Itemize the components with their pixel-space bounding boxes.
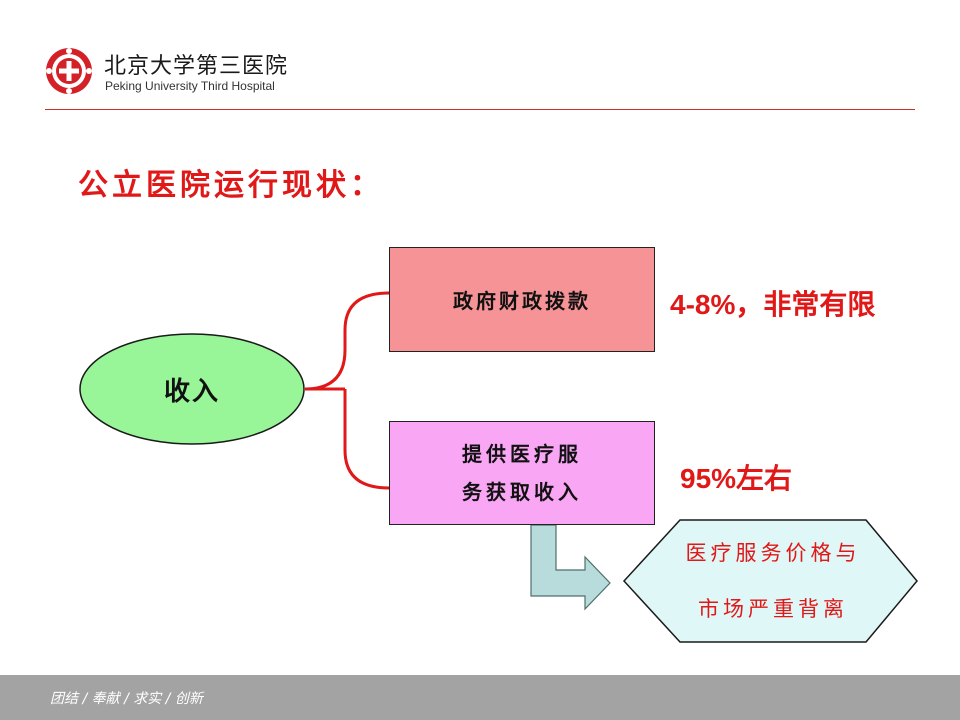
- hospital-emblem-icon: [46, 48, 92, 94]
- branch-bracket: [304, 291, 390, 490]
- service-income-line2: 务获取收入: [462, 480, 582, 504]
- income-label: 收入: [163, 376, 220, 407]
- footer-bar: [0, 675, 960, 720]
- service-income-line1: 提供医疗服: [462, 442, 582, 466]
- deviation-hexagon: [622, 519, 918, 643]
- slide-title: 公立医院运行现状：: [78, 168, 384, 203]
- gov-funding-note: 4-8%，非常有限: [670, 289, 876, 320]
- deviation-line2: 市场严重背离: [698, 597, 848, 621]
- footer-motto: 团结 / 奉献 / 求实 / 创新: [50, 691, 203, 707]
- down-right-arrow: [530, 524, 611, 611]
- income-ellipse: [79, 333, 305, 445]
- gov-funding-box: 政府财政拨款: [389, 247, 655, 352]
- gov-funding-label: 政府财政拨款: [453, 289, 591, 313]
- hospital-name-cn: 北京大学第三医院: [104, 54, 289, 79]
- service-income-note: 95%左右: [680, 463, 793, 494]
- header-divider: [45, 109, 915, 110]
- deviation-label: 医疗服务价格与 市场严重背离: [640, 520, 906, 642]
- hospital-name-en: Peking University Third Hospital: [105, 79, 275, 93]
- service-income-box: 提供医疗服 务获取收入: [389, 421, 655, 525]
- deviation-line1: 医疗服务价格与: [685, 541, 861, 565]
